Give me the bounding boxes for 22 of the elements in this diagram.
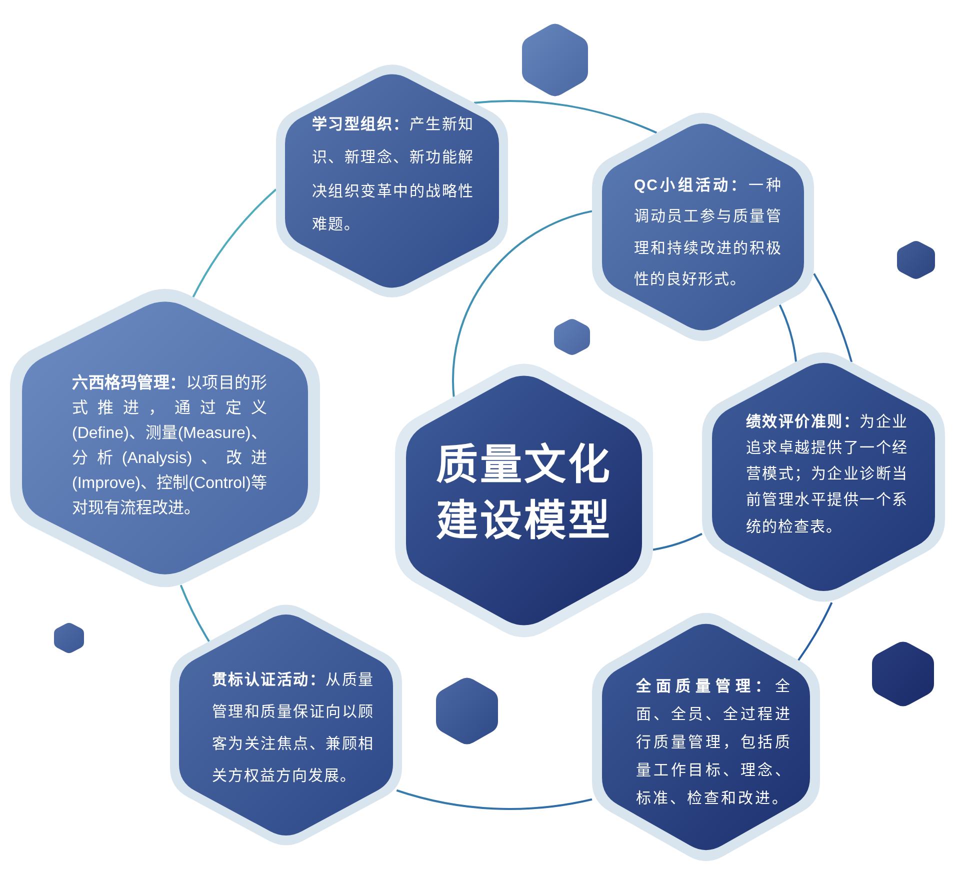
connector-line (813, 273, 853, 362)
hexagon (872, 640, 934, 708)
connector-line (192, 188, 277, 298)
hexagon (436, 676, 498, 746)
hexagon (522, 22, 588, 98)
description-text: 绩效评价准则：为企业追求卓越提供了一个经营模式；为企业诊断当前管理水平提供一个系统的检查表。 (746, 412, 908, 537)
description-text: 贯标认证活动：从质量管理和质量保证向以顾客为关注焦点、兼顾相关方权益方向发展。 (212, 670, 374, 787)
title-text: 质量文化建设模型 (435, 440, 613, 546)
connector-line (180, 584, 210, 642)
connector-line (452, 210, 592, 397)
hexagon (554, 318, 590, 356)
connector-line (798, 602, 833, 661)
connector-line (396, 789, 592, 810)
connector-line (474, 100, 658, 134)
description-text: 学习型组织：产生新知识、新理念、新功能解决组织变革中的战略性难题。 (312, 114, 474, 235)
hexagon (54, 622, 84, 654)
description-text: QC小组活动：一种调动员工参与质量管理和持续改进的积极性的良好形式。 (634, 176, 782, 290)
connector-line (778, 304, 797, 362)
description-text: 六西格玛管理：以项目的形式推进，通过定义(Define)、测量(Measure)、分析(Analysis)、改进(Improve)、控制(Control)等对现有流程改进。 (72, 373, 267, 518)
hexagon (897, 240, 935, 280)
connector-line (652, 532, 702, 551)
description-text: 全面质量管理：全面、全员、全过程进行质量管理，包括质量工作目标、理念、标准、检查和改进。 (636, 677, 792, 809)
